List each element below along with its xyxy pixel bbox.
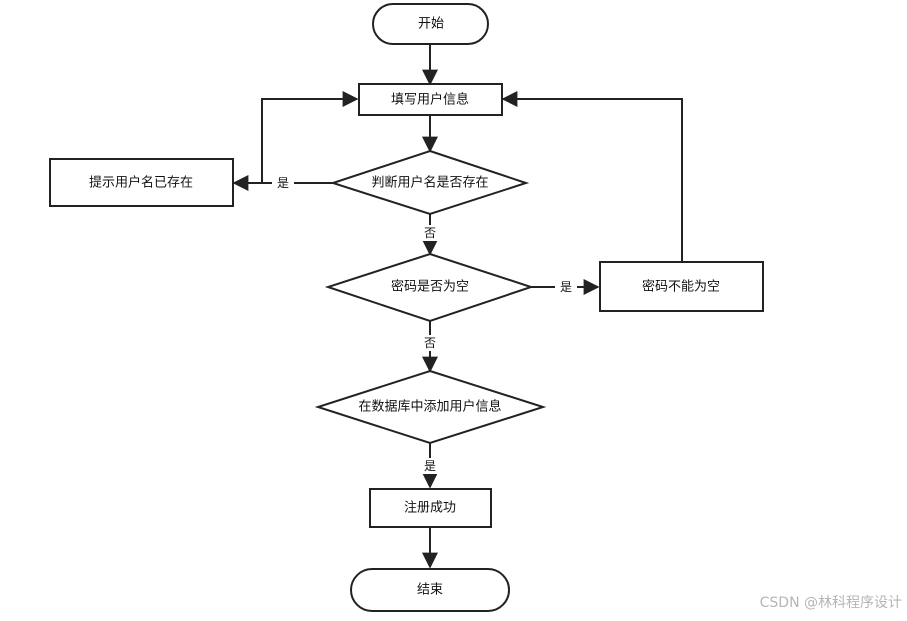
edge-label-password-no: 否 xyxy=(424,336,436,350)
watermark: CSDN @林科程序设计 xyxy=(760,595,902,611)
username-exists-label: 提示用户名已存在 xyxy=(89,175,193,191)
check-username-label: 判断用户名是否存在 xyxy=(371,175,488,191)
edge-label-username-yes: 是 xyxy=(277,176,289,190)
password-empty-box xyxy=(599,261,764,312)
edge-exists-back-to-fill xyxy=(261,91,359,183)
check-password-diamond xyxy=(324,252,535,323)
add-to-db-diamond xyxy=(314,369,547,445)
register-success-box xyxy=(369,488,492,528)
edge-label-password-yes: 是 xyxy=(560,280,572,294)
start-terminal xyxy=(372,3,489,45)
edge-password-empty-back-to-fill xyxy=(501,91,683,262)
check-username-diamond xyxy=(329,149,530,216)
check-password-label: 密码是否为空 xyxy=(391,279,469,295)
register-success-label: 注册成功 xyxy=(404,501,456,516)
end-terminal xyxy=(350,568,510,612)
edge-label-username-no: 否 xyxy=(424,226,436,240)
end-label: 结束 xyxy=(417,583,443,598)
password-empty-label: 密码不能为空 xyxy=(642,279,720,295)
start-label: 开始 xyxy=(418,17,444,32)
fill-info-label: 填写用户信息 xyxy=(391,92,469,108)
edge-label-db-yes: 是 xyxy=(424,459,436,473)
fill-info-box xyxy=(358,83,503,116)
add-to-db-label: 在数据库中添加用户信息 xyxy=(358,399,501,415)
username-exists-box xyxy=(49,158,234,207)
